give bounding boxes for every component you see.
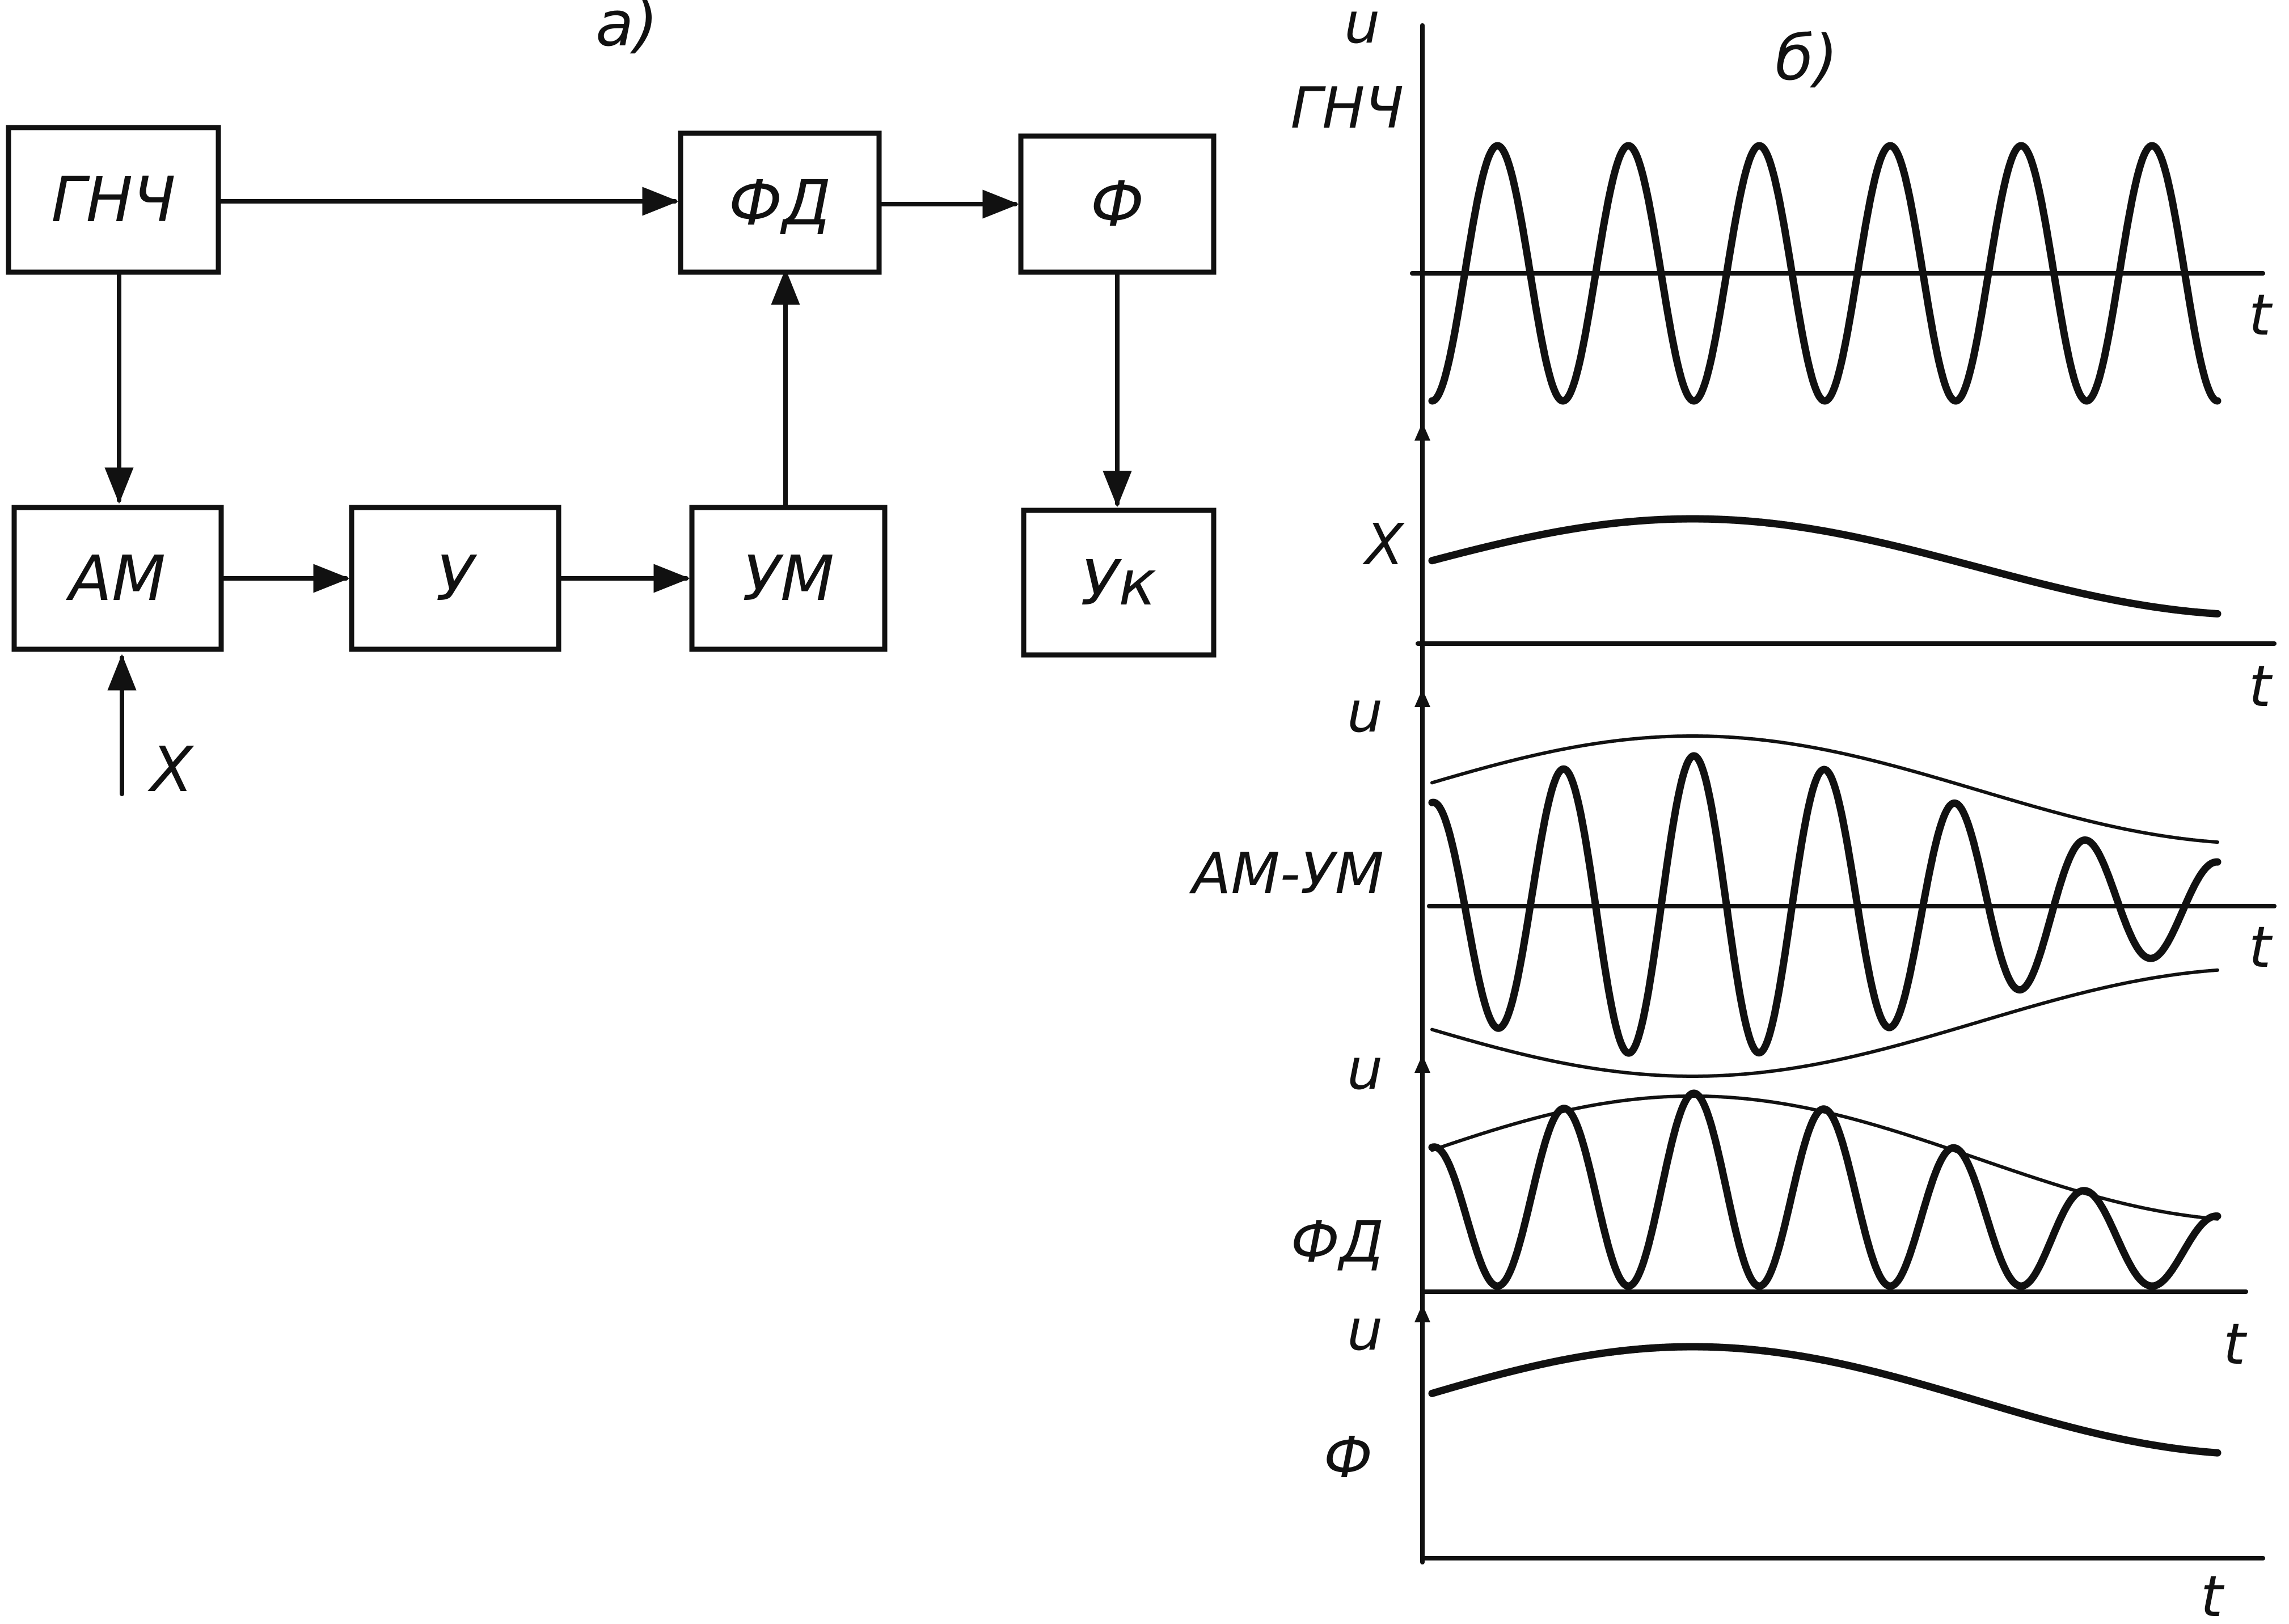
input-x-label: X [147,733,195,806]
y-arrow-f [1414,1304,1430,1322]
y-axis-label-top: u [1344,0,1380,56]
block-diagram: а) ГНЧ ФД Ф АМ У [6,0,1217,806]
waveform-am-um [1428,752,2222,1057]
block-fd-label: ФД [729,167,831,239]
t-label-am-um: t [2249,914,2273,980]
timing-diagrams: б) u t t t t t u u u ГНЧ X АМ-УМ ФД Ф [1189,0,2277,1624]
signal-label-gnch: ГНЧ [1291,75,1404,141]
block-f-label: Ф [1091,168,1144,240]
t-label-x: t [2249,653,2273,720]
waveform-x [1428,515,2222,618]
block-am-label: АМ [66,542,166,615]
block-um-label: УМ [742,542,834,615]
t-label-fd: t [2223,1311,2248,1377]
panel-a-label: а) [596,0,658,60]
t-label-gnch: t [2249,282,2273,348]
envelope-am-um-upper [1430,734,2219,844]
block-um: УМ [689,505,888,652]
y-arrow-fd [1414,1055,1430,1073]
block-uk: Ук [1021,508,1217,658]
waveform-gnch [1428,142,2222,405]
signal-label-x: X [1362,511,1405,578]
y-arrow-am-um [1414,689,1430,707]
block-uk-label: Ук [1080,547,1156,619]
waveform-f [1428,1343,2222,1457]
u-label-f: u [1347,1297,1383,1363]
block-am: АМ [11,505,224,652]
u-label-am-um: u [1347,679,1383,745]
block-f: Ф [1018,133,1217,275]
block-fd: ФД [678,130,882,275]
panel-b-label: б) [1775,22,1838,94]
signal-label-am-um: АМ-УМ [1189,840,1384,907]
signal-label-fd: ФД [1291,1209,1384,1275]
block-u-label: У [436,542,477,615]
t-label-f: t [2201,1563,2225,1624]
envelope-am-um-lower [1430,968,2219,1078]
block-u: У [349,505,561,652]
block-gnch: ГНЧ [6,125,221,275]
block-gnch-label: ГНЧ [51,163,175,236]
signal-label-f: Ф [1324,1424,1372,1491]
y-arrow-x [1414,422,1430,441]
u-label-fd: u [1347,1036,1383,1102]
waveform-fd [1428,1089,2222,1290]
